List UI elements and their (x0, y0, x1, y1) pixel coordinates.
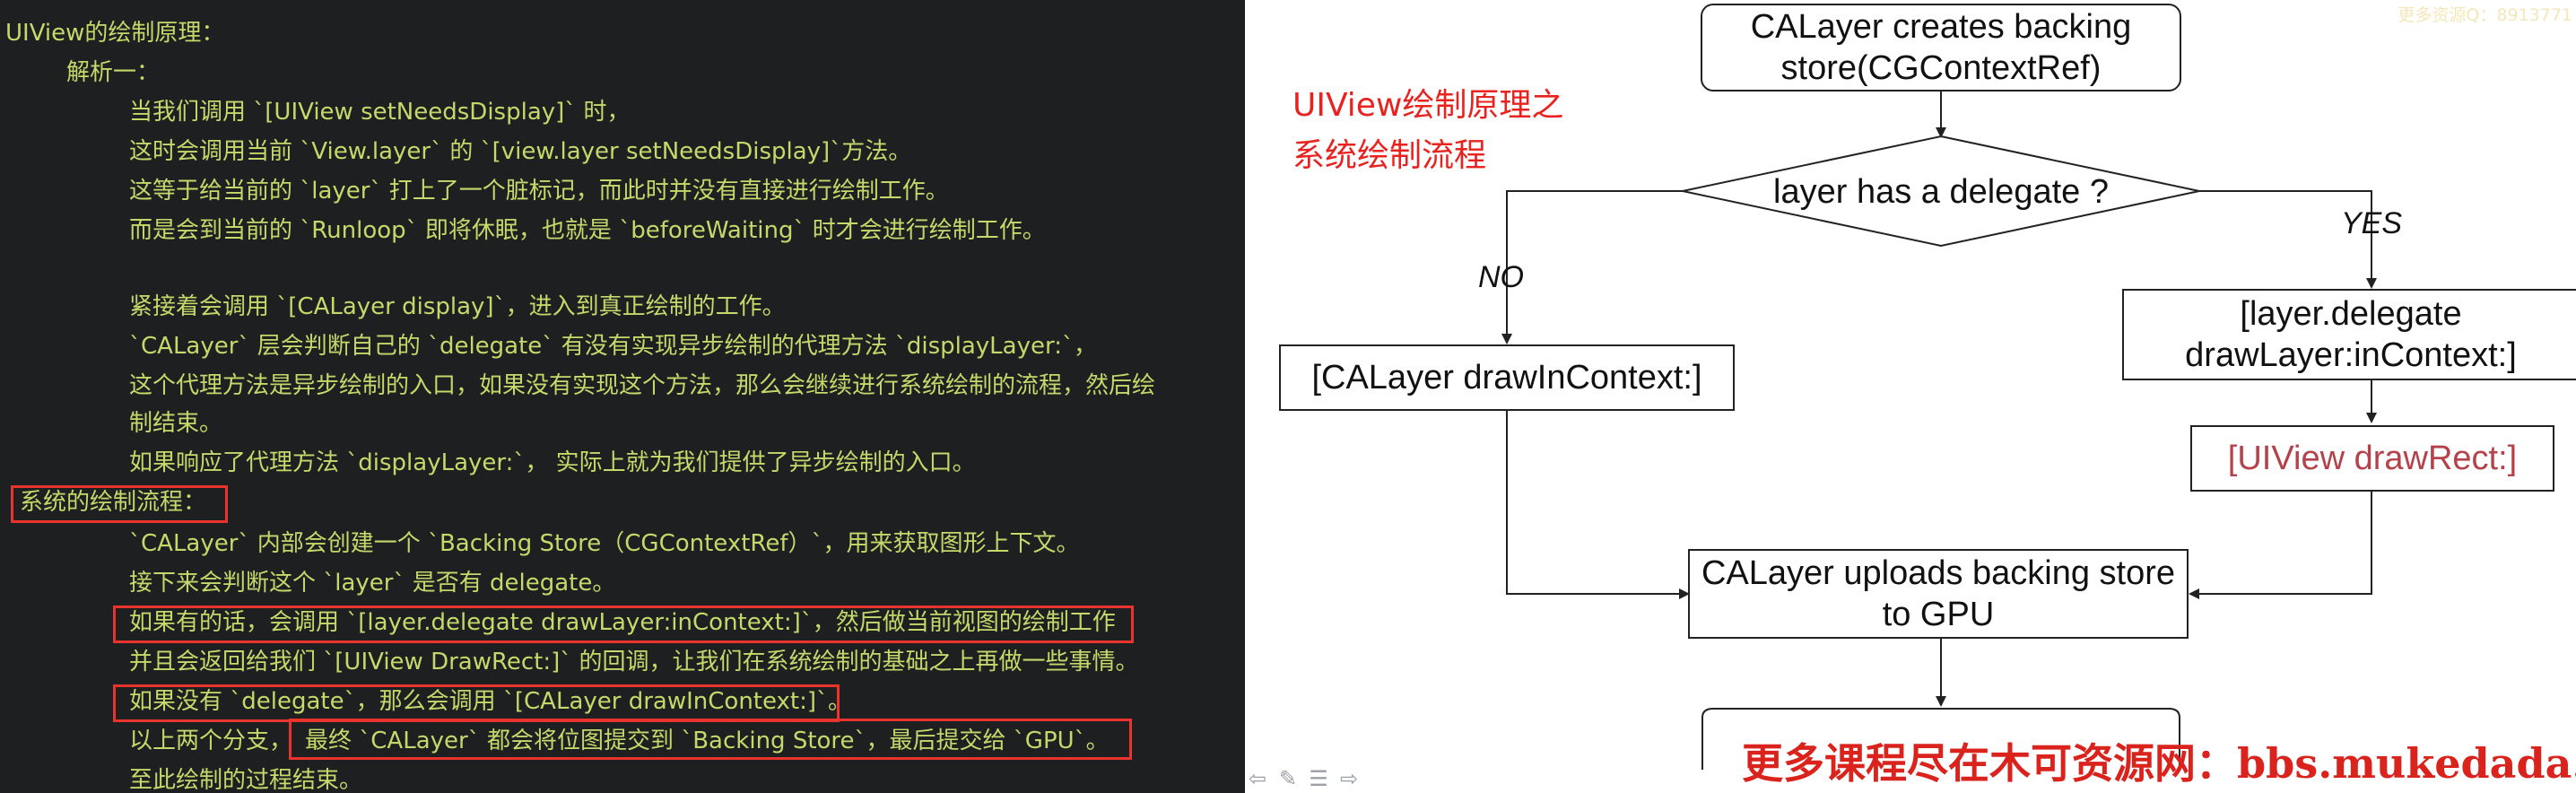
highlight-box (113, 684, 840, 722)
yes-label: YES (2341, 206, 2403, 240)
yes-branch-node: [layer.delegate drawLayer:inContext:] (2122, 289, 2576, 380)
note-line: 如果响应了代理方法 `displayLayer:`， 实际上就为我们提供了异步绘… (129, 449, 976, 476)
highlight-box (113, 606, 1134, 643)
note-line: 最终 `CALayer` 都会将位图提交到 `Backing Store`，最后… (305, 728, 1110, 754)
menu-icon[interactable]: ☰ (1309, 766, 1328, 791)
diagram-title-line: UIView绘制原理之 (1292, 87, 1564, 124)
note-line: 这等于给当前的 `layer` 打上了一个脏标记，而此时并没有直接进行绘制工作。 (129, 178, 949, 205)
note-line: 而是会到当前的 `Runloop` 即将休眠，也就是 `beforeWaitin… (129, 217, 1046, 244)
flow-connectors (1501, 90, 2377, 770)
decision-diamond (1682, 135, 2200, 248)
notes-panel: UIView的绘制原理： 解析一： 当我们调用 `[UIView setNeed… (0, 0, 1245, 793)
drawrect-node: [UIView drawRect:] (2190, 425, 2554, 492)
watermark: 更多资源Q：8913771 (2398, 5, 2572, 25)
pencil-icon[interactable]: ✎ (1278, 766, 1298, 791)
start-node: CALayer creates backing store(CGContextR… (1701, 4, 2181, 92)
arrow-right-icon[interactable]: ⇨ (1339, 766, 1359, 791)
decision-label: layer has a delegate ? (1773, 173, 2109, 211)
note-line: 并且会返回给我们 `[UIView DrawRect:]` 的回调，让我们在系统… (129, 649, 1139, 675)
note-line: `CALayer` 内部会创建一个 `Backing Store（CGConte… (129, 530, 1080, 557)
upload-node: CALayer uploads backing store to GPU (1688, 549, 2189, 639)
note-line: 接下来会判断这个 `layer` 是否有 delegate。 (129, 570, 616, 597)
note-heading: UIView的绘制原理： (5, 20, 225, 47)
diagram-title-line: 系统绘制流程 (1292, 137, 1487, 174)
diagram-panel: UIView绘制原理之 系统绘制流程 CALayer creates backi… (1245, 0, 2576, 793)
bottom-banner: 更多课程尽在木可资源网：bbs.mukedada.c (1742, 739, 2576, 788)
note-line: 至此绘制的过程结束。 (129, 767, 363, 793)
note-line: `CALayer` 层会判断自己的 `delegate` 有没有实现异步绘制的代… (129, 333, 1097, 360)
highlight-box (11, 485, 228, 523)
note-line: 当我们调用 `[UIView setNeedsDisplay]` 时， (129, 99, 631, 126)
note-line: 如果有的话，会调用 `[layer.delegate drawLayer:inC… (129, 609, 1116, 636)
note-section-heading: 系统的绘制流程： (20, 489, 207, 516)
diagram-title: UIView绘制原理之 系统绘制流程 (1292, 81, 1563, 181)
note-line: 制结束。 (129, 410, 223, 437)
highlight-box (289, 719, 1132, 760)
no-label: NO (1478, 260, 1524, 294)
arrow-left-icon[interactable]: ⇦ (1248, 766, 1267, 791)
no-branch-node: [CALayer drawInContext:] (1279, 344, 1735, 411)
slide-toolbar: ⇦ ✎ ☰ ⇨ (1245, 764, 1362, 793)
note-line: 这个代理方法是异步绘制的入口，如果没有实现这个方法，那么会继续进行系统绘制的流程… (129, 372, 1156, 399)
note-subheading: 解析一： (66, 59, 161, 86)
note-line: 如果没有 `delegate`，那么会调用 `[CALayer drawInCo… (129, 688, 852, 715)
note-line: 以上两个分支， (129, 728, 293, 754)
note-line: 这时会调用当前 `View.layer` 的 `[view.layer setN… (129, 138, 912, 165)
note-line: 紧接着会调用 `[CALayer display]`，进入到真正绘制的工作。 (129, 293, 786, 320)
